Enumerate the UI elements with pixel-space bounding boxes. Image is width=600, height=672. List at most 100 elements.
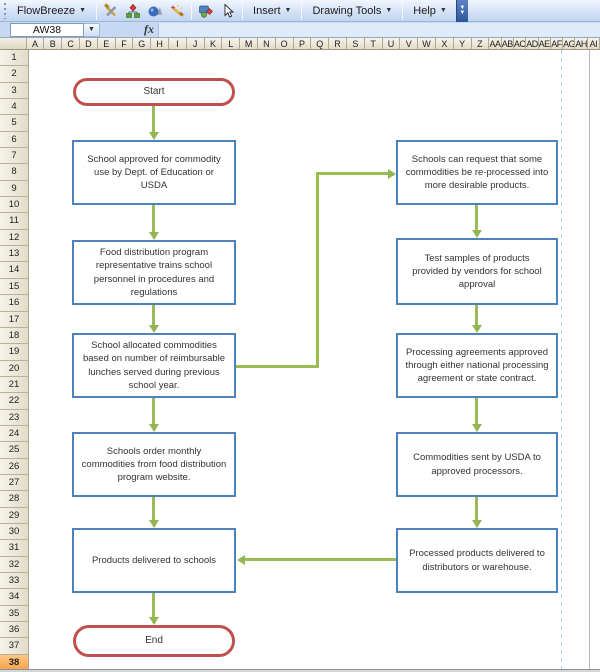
shapes-icon[interactable]: [195, 1, 217, 21]
row-header-20[interactable]: 20: [0, 360, 29, 377]
row-header-7[interactable]: 7: [0, 148, 29, 165]
column-header-Y[interactable]: Y: [453, 38, 472, 50]
select-all-corner[interactable]: [0, 38, 27, 50]
column-header-AC[interactable]: AC: [513, 38, 527, 50]
drawing-tools-menu-button[interactable]: Drawing Tools ▼: [305, 1, 399, 21]
column-header-AA[interactable]: AA: [489, 38, 502, 50]
column-header-AB[interactable]: AB: [501, 38, 514, 50]
row-header-6[interactable]: 6: [0, 131, 29, 149]
column-header-AE[interactable]: AE: [538, 38, 551, 50]
column-header-Z[interactable]: Z: [471, 38, 490, 50]
flow-node-left-4[interactable]: Schools order monthly commodities from f…: [72, 432, 236, 497]
row-header-24[interactable]: 24: [0, 425, 29, 443]
row-header-23[interactable]: 23: [0, 409, 29, 426]
column-header-W[interactable]: W: [418, 38, 436, 50]
row-header-18[interactable]: 18: [0, 327, 29, 345]
tools-icon[interactable]: [100, 1, 122, 21]
row-header-15[interactable]: 15: [0, 278, 29, 296]
row-header-19[interactable]: 19: [0, 344, 29, 361]
column-header-U[interactable]: U: [382, 38, 401, 50]
shape-ball-icon[interactable]: [144, 1, 166, 21]
flow-node-right-3[interactable]: Processing agreements approved through e…: [396, 333, 558, 398]
flow-node-left-3[interactable]: School allocated commodities based on nu…: [72, 333, 236, 398]
column-header-C[interactable]: C: [62, 38, 80, 50]
flowbreeze-menu-button[interactable]: FlowBreeze ▼: [10, 1, 93, 21]
column-header-R[interactable]: R: [329, 38, 347, 50]
row-header-33[interactable]: 33: [0, 573, 29, 590]
column-header-AD[interactable]: AD: [526, 38, 539, 50]
row-header-30[interactable]: 30: [0, 523, 29, 541]
row-header-34[interactable]: 34: [0, 589, 29, 606]
column-header-AG[interactable]: AG: [563, 38, 576, 50]
row-header-2[interactable]: 2: [0, 66, 29, 83]
flow-node-left-5[interactable]: Products delivered to schools: [72, 528, 236, 593]
row-header-8[interactable]: 8: [0, 164, 29, 181]
column-header-E[interactable]: E: [97, 38, 116, 50]
row-header-17[interactable]: 17: [0, 311, 29, 328]
flowchart-wizard-icon[interactable]: [122, 1, 144, 21]
row-header-3[interactable]: 3: [0, 82, 29, 100]
column-header-B[interactable]: B: [44, 38, 63, 50]
flow-node-left-2[interactable]: Food distribution program representative…: [72, 240, 236, 305]
row-header-28[interactable]: 28: [0, 491, 29, 508]
column-header-D[interactable]: D: [80, 38, 98, 50]
row-header-36[interactable]: 36: [0, 622, 29, 639]
name-box-dropdown[interactable]: ▼: [84, 22, 100, 37]
column-header-K[interactable]: K: [204, 38, 223, 50]
column-header-P[interactable]: P: [293, 38, 312, 50]
column-header-M[interactable]: M: [240, 38, 258, 50]
column-header-AF[interactable]: AF: [550, 38, 564, 50]
insert-function-button[interactable]: fx: [144, 22, 154, 36]
column-header-AI[interactable]: AI: [587, 38, 600, 50]
row-header-27[interactable]: 27: [0, 474, 29, 492]
formula-input[interactable]: [158, 22, 600, 37]
toolbar-options-button[interactable]: ▼ ▼: [455, 0, 468, 22]
column-header-J[interactable]: J: [186, 38, 205, 50]
column-header-L[interactable]: L: [222, 38, 241, 50]
flow-node-right-2[interactable]: Test samples of products provided by ven…: [396, 238, 558, 305]
column-header-F[interactable]: F: [115, 38, 134, 50]
column-header-AH[interactable]: AH: [575, 38, 588, 50]
row-header-1[interactable]: 1: [0, 50, 29, 67]
column-header-O[interactable]: O: [275, 38, 294, 50]
row-header-35[interactable]: 35: [0, 605, 29, 623]
row-header-4[interactable]: 4: [0, 99, 29, 116]
flow-node-right-4[interactable]: Commodities sent by USDA to approved pro…: [396, 432, 558, 497]
toolbar-grip-handle[interactable]: [2, 2, 7, 19]
row-header-14[interactable]: 14: [0, 262, 29, 279]
column-header-I[interactable]: I: [168, 38, 187, 50]
column-header-N[interactable]: N: [257, 38, 276, 50]
flow-node-right-1[interactable]: Schools can request that some commoditie…: [396, 140, 558, 205]
row-header-12[interactable]: 12: [0, 229, 29, 247]
row-header-32[interactable]: 32: [0, 556, 29, 573]
row-header-16[interactable]: 16: [0, 295, 29, 312]
row-header-31[interactable]: 31: [0, 540, 29, 557]
column-header-Q[interactable]: Q: [311, 38, 330, 50]
cursor-icon[interactable]: [217, 1, 239, 21]
row-header-21[interactable]: 21: [0, 376, 29, 394]
flow-node-end[interactable]: End: [73, 625, 235, 657]
name-box[interactable]: AW38: [10, 22, 84, 37]
row-header-37[interactable]: 37: [0, 638, 29, 655]
row-header-26[interactable]: 26: [0, 458, 29, 475]
flow-node-start[interactable]: Start: [73, 78, 235, 106]
row-header-9[interactable]: 9: [0, 180, 29, 198]
row-header-10[interactable]: 10: [0, 197, 29, 214]
row-header-11[interactable]: 11: [0, 213, 29, 230]
column-header-G[interactable]: G: [133, 38, 152, 50]
column-header-V[interactable]: V: [400, 38, 419, 50]
column-header-T[interactable]: T: [364, 38, 383, 50]
column-header-A[interactable]: A: [26, 38, 45, 50]
flow-node-right-5[interactable]: Processed products delivered to distribu…: [396, 528, 558, 593]
column-header-S[interactable]: S: [346, 38, 365, 50]
row-header-22[interactable]: 22: [0, 393, 29, 410]
row-header-29[interactable]: 29: [0, 507, 29, 524]
magic-wand-icon[interactable]: [166, 1, 188, 21]
flow-node-left-1[interactable]: School approved for commodity use by Dep…: [72, 140, 236, 205]
help-menu-button[interactable]: Help ▼: [406, 1, 454, 21]
row-header-25[interactable]: 25: [0, 442, 29, 459]
column-header-X[interactable]: X: [435, 38, 454, 50]
row-header-13[interactable]: 13: [0, 246, 29, 263]
column-header-H[interactable]: H: [151, 38, 169, 50]
row-header-5[interactable]: 5: [0, 115, 29, 132]
